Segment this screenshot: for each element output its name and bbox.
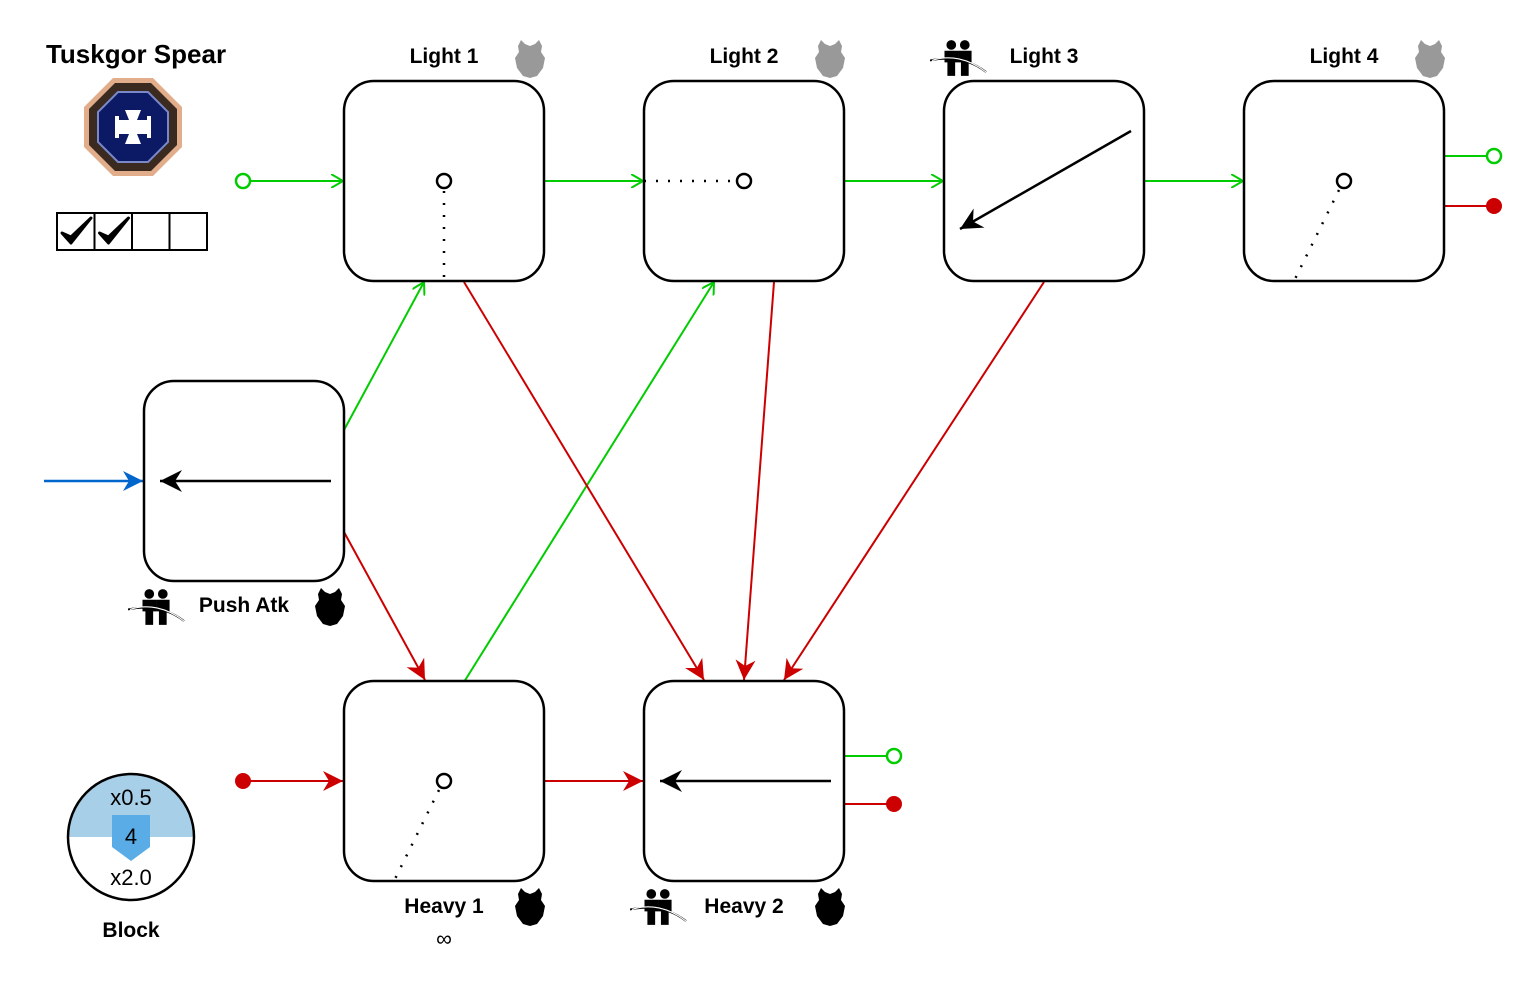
transition-heavy1-to-light2 (463, 282, 714, 683)
strike-point-icon (435, 172, 453, 190)
blue-octagon-cross-icon (84, 78, 182, 176)
attack-label: Light 4 (1310, 45, 1379, 68)
attack-label: Light 2 (710, 45, 779, 68)
multi-hit-icon (930, 39, 988, 77)
block-top-multiplier: x0.5 (110, 785, 152, 810)
attack-node-heavy1[interactable]: Heavy 1 ∞ (342, 679, 546, 951)
heavy-armor-icon (815, 888, 845, 926)
upgrade-slot (131, 212, 171, 251)
attack-label: Heavy 2 (704, 895, 783, 918)
block-label: Block (102, 919, 160, 942)
heavy-output-icon (1486, 198, 1502, 214)
attack-node-push[interactable]: Push Atk (128, 379, 346, 626)
transition-light1-to-heavy2 (463, 281, 705, 681)
shield-icon (112, 815, 150, 861)
upgrade-slot (168, 212, 208, 251)
heavy-output-icon (886, 796, 902, 812)
light-armor-icon (815, 40, 845, 78)
light-output-icon (1485, 147, 1503, 165)
attack-label: Light 1 (410, 45, 479, 68)
transition-light3-to-heavy2 (783, 281, 1045, 681)
weapon-name: Tuskgor Spear (46, 39, 226, 69)
light-armor-icon (515, 40, 545, 78)
attack-label: Heavy 1 (404, 895, 484, 918)
heavy-armor-icon (515, 888, 545, 926)
attack-node-light3[interactable]: Light 3 (930, 39, 1146, 283)
attack-label: Push Atk (199, 594, 290, 617)
infinite-symbol: ∞ (436, 926, 452, 951)
transition-push-to-light1 (343, 282, 424, 431)
transitions (44, 147, 1503, 812)
block-bottom-multiplier: x2.0 (110, 865, 152, 890)
attack-node-light4[interactable]: Light 4 (1242, 40, 1446, 283)
light-armor-icon (1415, 40, 1445, 78)
sweep-arrow-icon (959, 129, 1132, 231)
swing-path-icon (1292, 189, 1341, 282)
checkmark-icon (98, 216, 130, 245)
swing-path-icon (392, 789, 441, 882)
block-value: 4 (125, 824, 137, 849)
upgrade-slots (56, 212, 208, 251)
attack-label: Light 3 (1010, 45, 1079, 68)
checkmark-icon (60, 216, 93, 245)
light-output-icon (885, 747, 903, 765)
attack-node-light1[interactable]: Light 1 (342, 40, 546, 283)
attack-node-light2[interactable]: Light 2 (642, 40, 846, 283)
heavy-input-start-icon (235, 773, 251, 789)
attack-node-heavy2[interactable]: Heavy 2 (630, 679, 846, 926)
strike-point-icon (1335, 172, 1353, 190)
block-badge: x0.5 4 x2.0 Block (66, 772, 196, 942)
transition-push-to-heavy1 (343, 531, 426, 681)
transition-light2-to-heavy2 (735, 281, 775, 681)
heavy-armor-icon (315, 588, 345, 626)
multi-hit-icon (128, 588, 186, 626)
strike-point-icon (435, 772, 453, 790)
light-input-start-icon (234, 172, 252, 190)
multi-hit-icon (630, 888, 688, 926)
strike-point-icon (735, 172, 753, 190)
